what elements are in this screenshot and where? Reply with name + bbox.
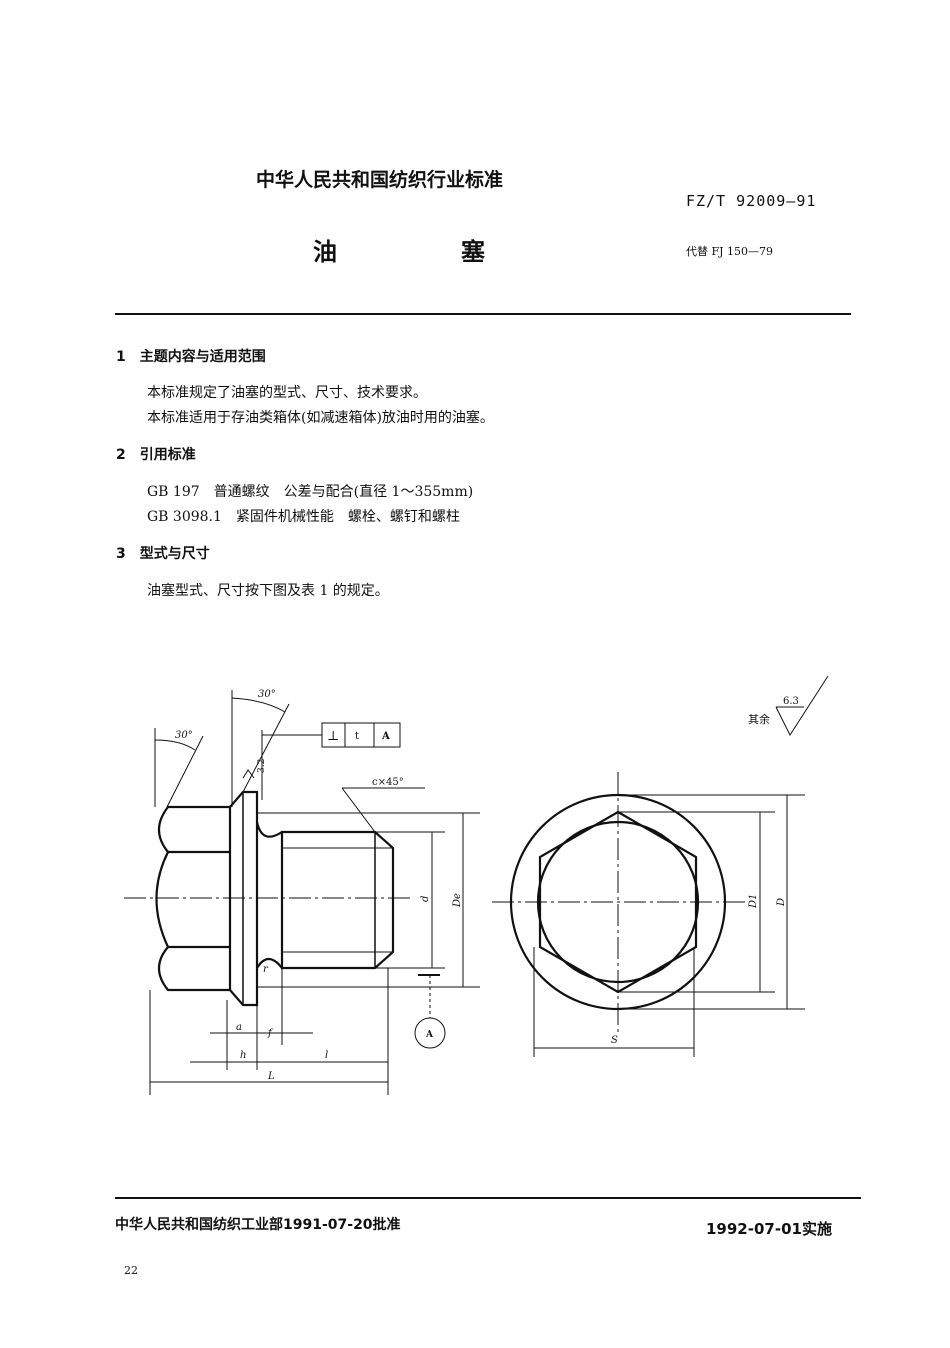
- effective-date: 1992-07-01实施: [706, 1220, 832, 1238]
- page-number: 22: [124, 1264, 138, 1277]
- replaces-note: 代替 FJ 150—79: [686, 245, 774, 258]
- dim-D: D: [776, 898, 787, 907]
- section-3-heading: 3 型式与尺寸: [116, 546, 210, 562]
- section-2-line-2: GB 3098.1 紧固件机械性能 螺栓、螺钉和螺柱: [147, 509, 460, 525]
- org-title: 中华人民共和国纺织行业标准: [256, 169, 504, 191]
- footer-rule: [115, 1197, 861, 1199]
- hex-head-side: [155, 805, 232, 992]
- datum-label: A: [381, 731, 390, 742]
- datum-circle-label: A: [425, 1030, 434, 1040]
- dim-a: a: [236, 1022, 242, 1033]
- approval-note: 中华人民共和国纺织工业部1991-07-20批准: [115, 1217, 401, 1233]
- section-1-heading: 1 主题内容与适用范围: [116, 349, 266, 365]
- roughness-rest-label: 其余: [748, 712, 770, 726]
- dim-S: S: [611, 1035, 618, 1046]
- dim-d: d: [420, 896, 431, 902]
- header-rule: [115, 313, 851, 315]
- perpendicularity-symbol: ⊥: [327, 729, 339, 744]
- angle-label-head: 30°: [175, 730, 193, 741]
- dim-h: h: [240, 1050, 246, 1061]
- doc-title-char-1: 油: [313, 238, 337, 266]
- roughness-flange: 3.2: [257, 759, 267, 773]
- section-2-heading: 2 引用标准: [116, 447, 196, 463]
- standard-number: FZ/T 92009—91: [686, 192, 817, 210]
- section-1-line-2: 本标准适用于存油类箱体(如减速箱体)放油时用的油塞。: [147, 410, 494, 426]
- roughness-rest-value: 6.3: [783, 696, 799, 707]
- datum-a-circle: [414, 1017, 446, 1049]
- section-1-line-1: 本标准规定了油塞的型式、尺寸、技术要求。: [147, 385, 427, 401]
- section-2-line-1: GB 197 普通螺纹 公差与配合(直径 1～355mm): [147, 484, 474, 500]
- dim-r: r: [263, 964, 269, 975]
- angle-label-flange: 30°: [258, 689, 276, 700]
- dim-f: f: [267, 1028, 274, 1039]
- chamfer-label: c×45°: [372, 777, 404, 788]
- section-3-line-1: 油塞型式、尺寸按下图及表 1 的规定。: [147, 583, 389, 599]
- dim-l: l: [325, 1050, 328, 1061]
- dim-De: De: [452, 893, 463, 908]
- dim-D1: D1: [748, 894, 759, 909]
- tolerance-value: t: [355, 731, 359, 742]
- doc-title-char-2: 塞: [461, 238, 485, 266]
- dim-L: L: [267, 1071, 275, 1082]
- thread-shaft: [280, 830, 395, 970]
